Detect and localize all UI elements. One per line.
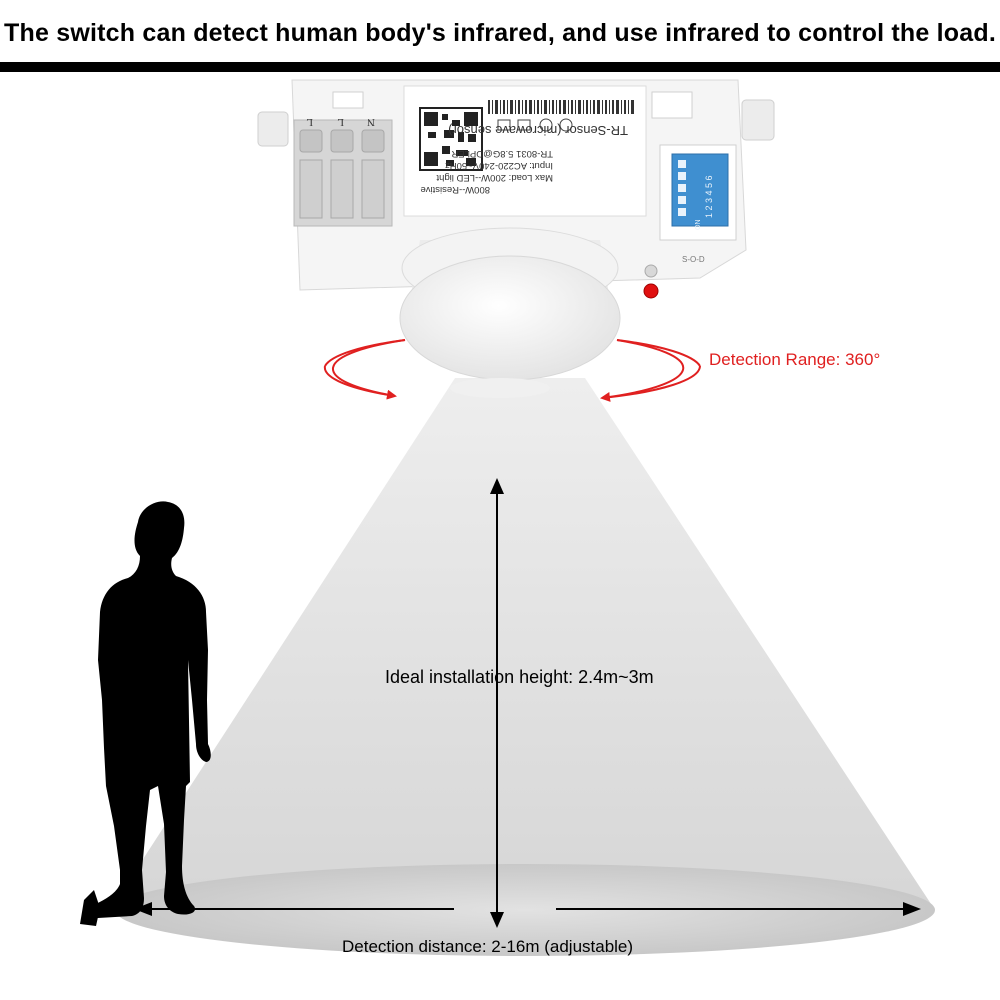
sensor-device: L L N xyxy=(257,79,775,398)
qr-code xyxy=(419,107,483,171)
distance-arrow-left xyxy=(134,902,454,916)
device-max-load-text: Max Load: 200W--LED light xyxy=(436,172,553,183)
device-input-text: Input: AC220-240V~50Hz xyxy=(445,160,553,171)
sensor-dome xyxy=(399,227,621,398)
barcode xyxy=(488,100,634,114)
height-arrow xyxy=(490,478,504,928)
device-side-marks: S-O-D xyxy=(682,255,705,264)
red-led-indicator xyxy=(643,283,659,299)
certification-marks xyxy=(497,118,573,132)
dip-switch-numbers: 1 2 3 4 5 6 xyxy=(704,175,714,218)
person-silhouette xyxy=(80,501,211,926)
detection-beam xyxy=(110,378,935,910)
headline: The switch can detect human body's infra… xyxy=(0,0,1000,66)
dip-switch-on-text: ON xyxy=(695,220,702,231)
floor-detection-area xyxy=(115,864,935,956)
detection-distance-label: Detection distance: 2-16m (adjustable) xyxy=(342,937,634,956)
detection-range-indicator xyxy=(323,339,701,402)
device-name-text: TR-Sensor (microwave sensor) xyxy=(448,123,628,138)
device-model-text: TR-8031 5.8G@DPLER xyxy=(451,148,553,159)
terminal-label-1: L xyxy=(306,116,313,128)
terminal-block: L L N xyxy=(293,116,393,227)
device-resistive-text: 800W--Resistive xyxy=(420,184,490,195)
terminal-label-2: L xyxy=(337,116,344,128)
distance-arrow-right xyxy=(556,902,921,916)
terminal-label-3: N xyxy=(367,116,375,128)
installation-height-label: Ideal installation height: 2.4m~3m xyxy=(385,667,654,687)
header-divider xyxy=(0,62,1000,72)
dip-switch: 1 2 3 4 5 6 ON S-O-D xyxy=(659,144,737,264)
status-led-indicator xyxy=(644,264,658,278)
device-label-panel: 800W--Resistive Max Load: 200W--LED ligh… xyxy=(403,85,647,217)
detection-range-label: Detection Range: 360° xyxy=(709,350,881,369)
headline-text: The switch can detect human body's infra… xyxy=(4,18,996,47)
